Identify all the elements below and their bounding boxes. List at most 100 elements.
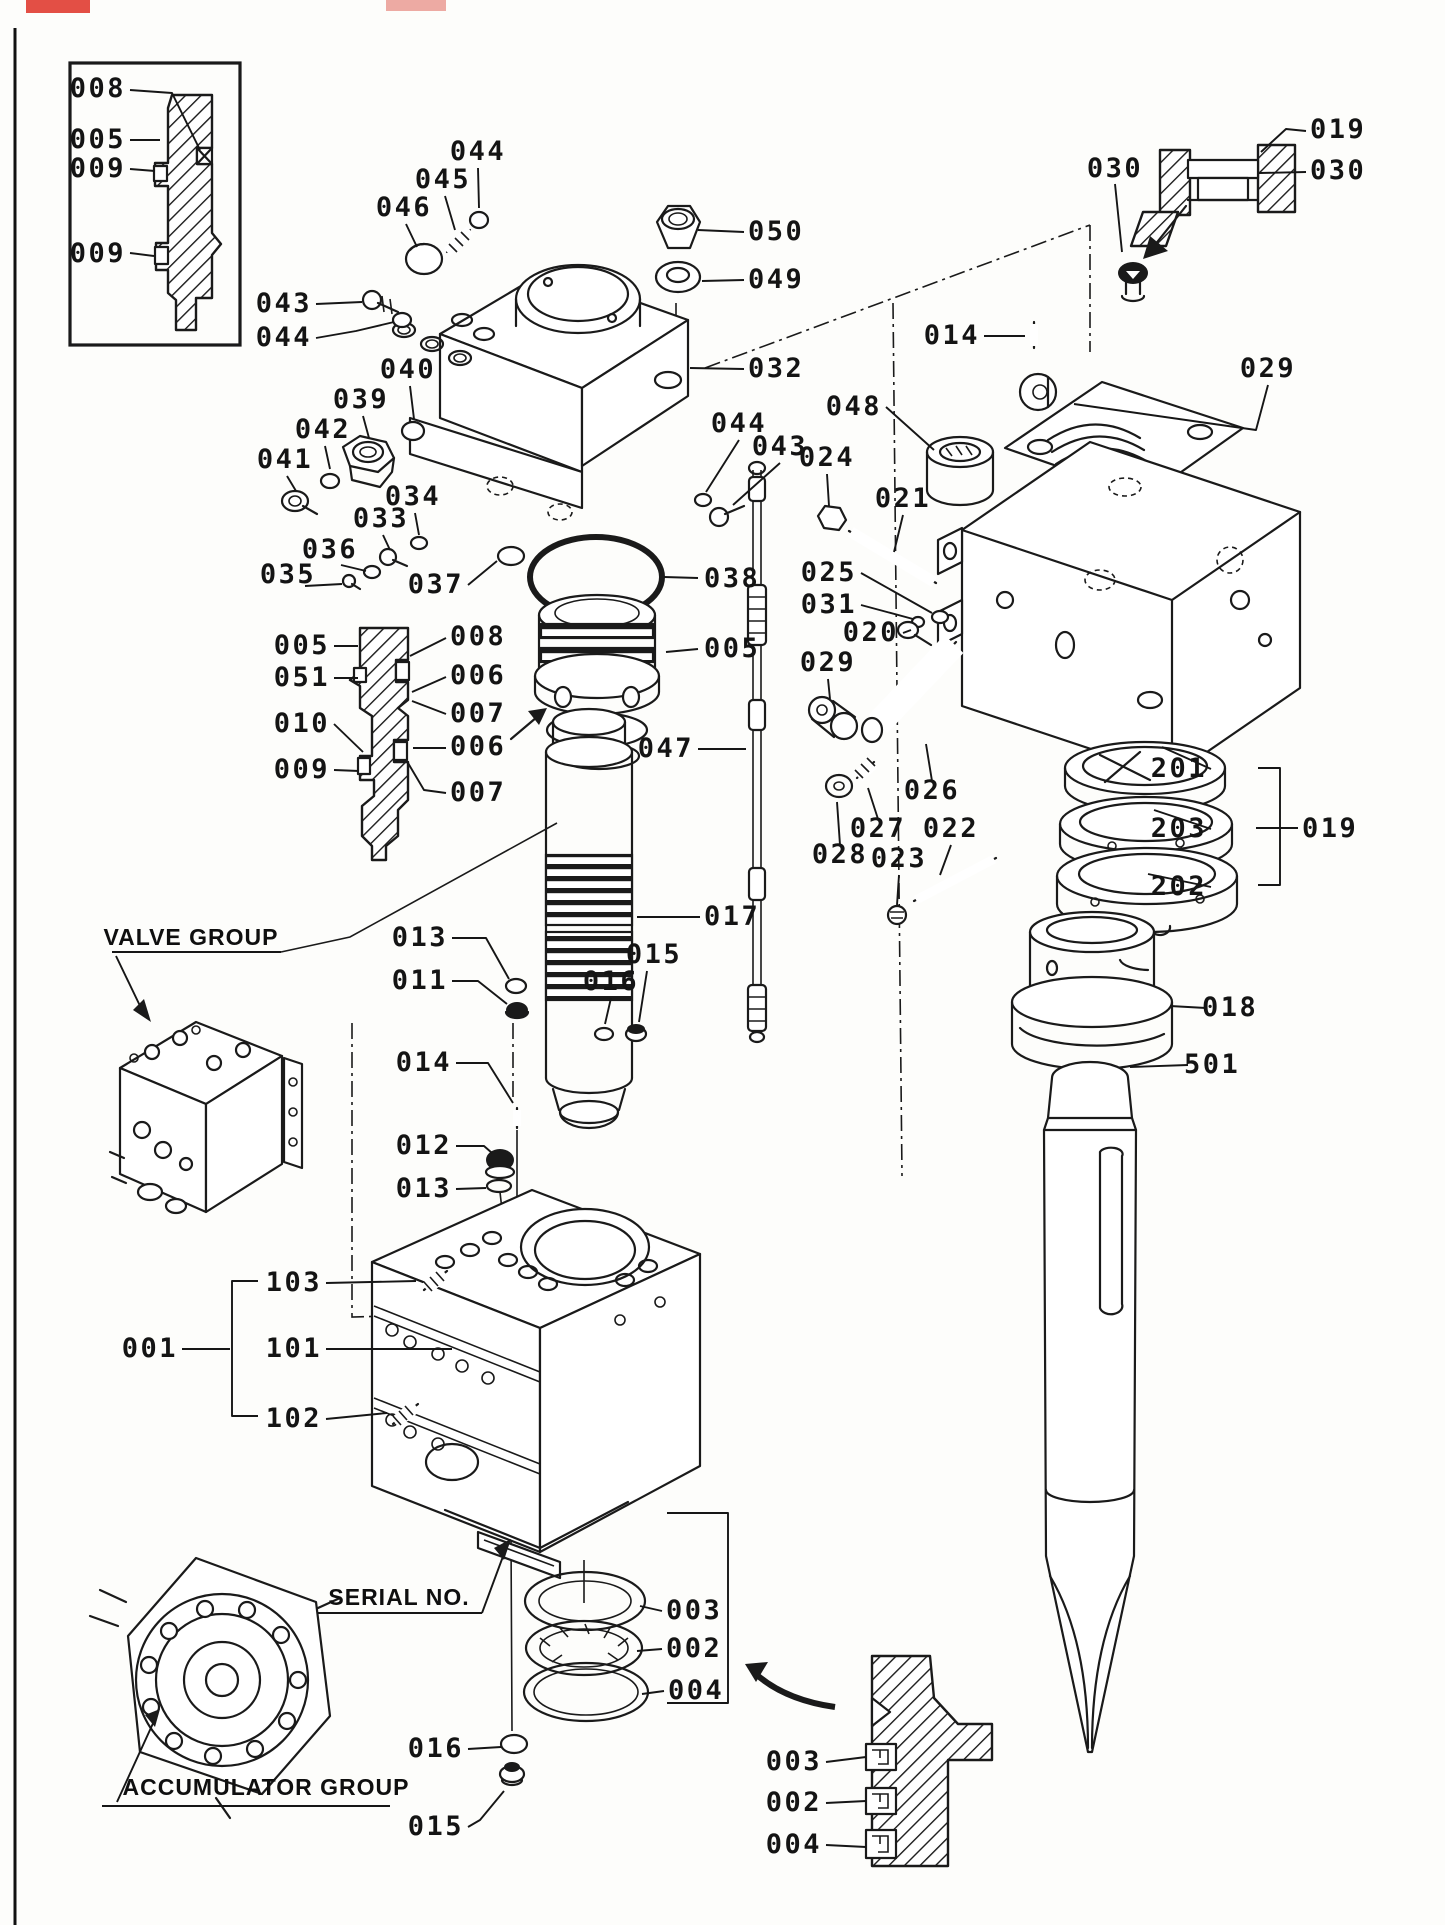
part-label-051-26: 051: [274, 662, 330, 693]
part-label-047-34: 047: [638, 733, 694, 764]
part-label-046-6: 046: [376, 192, 432, 223]
part-label-016-73: 016: [408, 1733, 464, 1764]
part-label-006-32: 006: [450, 731, 506, 762]
part-label-030-36: 030: [1087, 153, 1143, 184]
part-label-022-50: 022: [923, 813, 979, 844]
part-label-033-17: 033: [353, 503, 409, 534]
part-label-015-74: 015: [408, 1811, 464, 1842]
part-label-005-25: 005: [274, 630, 330, 661]
part-label-009-28: 009: [274, 754, 330, 785]
part-label-005-24: 005: [704, 633, 760, 664]
part-label-050-7: 050: [748, 216, 804, 247]
part-label-044-21: 044: [711, 408, 767, 439]
part-label-101-68: 101: [266, 1333, 322, 1364]
part-label-014-39: 014: [924, 320, 980, 351]
part-label-003-70: 003: [666, 1595, 722, 1626]
part-label-019-56: 019: [1302, 813, 1358, 844]
ring-stack: [1055, 740, 1239, 937]
group-brackets: [231, 767, 1298, 1704]
part-label-042-14: 042: [295, 414, 351, 445]
accumulator: [88, 1556, 342, 1820]
caption-valve-group: VALVE GROUP: [104, 924, 279, 950]
part-label-201-53: 201: [1151, 753, 1207, 784]
part-label-036-18: 036: [302, 534, 358, 565]
part-label-049-8: 049: [748, 264, 804, 295]
seal-carrier-005: [509, 534, 665, 771]
part-label-007-33: 007: [450, 777, 506, 808]
part-label-019-37: 019: [1310, 114, 1366, 145]
part-label-001-67: 001: [122, 1333, 178, 1364]
part-label-029-47: 029: [800, 647, 856, 678]
valve-group-block: [108, 1020, 304, 1215]
part-label-037-20: 037: [408, 569, 464, 600]
part-label-013-59: 013: [392, 922, 448, 953]
caption-pointers: [102, 951, 836, 1807]
part-label-038-23: 038: [704, 563, 760, 594]
seal-rings-group: [522, 1570, 650, 1723]
part-label-008-29: 008: [450, 621, 506, 652]
part-label-013-65: 013: [396, 1173, 452, 1204]
part-label-043-22: 043: [752, 431, 808, 462]
head-block-032: [391, 263, 690, 521]
part-label-102-69: 102: [266, 1403, 322, 1434]
part-label-018-57: 018: [1202, 992, 1258, 1023]
part-label-044-4: 044: [450, 136, 506, 167]
chisel-501: [1042, 1060, 1138, 1754]
part-label-029-40: 029: [1240, 353, 1296, 384]
part-label-041-15: 041: [257, 444, 313, 475]
cylinder-block-101: [370, 1188, 702, 1580]
part-label-009-2: 009: [70, 153, 126, 184]
part-label-008-0: 008: [70, 73, 126, 104]
head-fasteners: [280, 204, 746, 591]
part-label-017-35: 017: [704, 901, 760, 932]
part-label-031-45: 031: [801, 589, 857, 620]
part-label-034-16: 034: [385, 481, 441, 512]
part-label-026-48: 026: [904, 775, 960, 806]
part-label-015-61: 015: [626, 939, 682, 970]
part-label-005-1: 005: [70, 124, 126, 155]
caption-accumulator-group: ACCUMULATOR GROUP: [122, 1774, 409, 1800]
part-label-021-43: 021: [875, 483, 931, 514]
part-label-016-62: 016: [583, 966, 639, 997]
through-rod-047: [746, 460, 768, 1044]
part-label-006-30: 006: [450, 660, 506, 691]
part-label-043-10: 043: [256, 288, 312, 319]
part-label-103-66: 103: [266, 1267, 322, 1298]
part-label-002-71: 002: [666, 1633, 722, 1664]
part-label-032-9: 032: [748, 353, 804, 384]
block-small-parts: [390, 977, 648, 1787]
part-label-045-5: 045: [415, 164, 471, 195]
part-label-202-55: 202: [1151, 871, 1207, 902]
part-label-501-58: 501: [1184, 1049, 1240, 1080]
valve-body: [936, 440, 1302, 778]
part-label-020-46: 020: [843, 617, 899, 648]
part-label-027-49: 027: [850, 813, 906, 844]
part-label-014-63: 014: [396, 1047, 452, 1078]
piston-017: [544, 707, 634, 1130]
part-label-203-54: 203: [1151, 813, 1207, 844]
part-label-048-41: 048: [826, 391, 882, 422]
leader-lines: [129, 89, 1307, 1848]
part-label-012-64: 012: [396, 1130, 452, 1161]
inset-seal-grooves: [864, 1654, 994, 1868]
part-label-024-42: 024: [799, 442, 855, 473]
part-label-004-77: 004: [766, 1829, 822, 1860]
part-label-023-52: 023: [871, 843, 927, 874]
inset-bushing-section: [1118, 143, 1297, 303]
caption-serial-no-: SERIAL NO.: [328, 1584, 469, 1610]
part-label-044-11: 044: [256, 322, 312, 353]
part-label-011-60: 011: [392, 965, 448, 996]
part-label-040-12: 040: [380, 354, 436, 385]
part-label-004-72: 004: [668, 1675, 724, 1706]
part-label-035-19: 035: [260, 559, 316, 590]
part-label-002-76: 002: [766, 1787, 822, 1818]
part-label-009-3: 009: [70, 238, 126, 269]
front-cover-018: [1010, 910, 1174, 1071]
part-label-007-31: 007: [450, 698, 506, 729]
part-label-028-51: 028: [812, 839, 868, 870]
valve-small-parts: [807, 320, 1038, 926]
inset-spool-section: [68, 61, 242, 347]
part-label-039-13: 039: [333, 384, 389, 415]
